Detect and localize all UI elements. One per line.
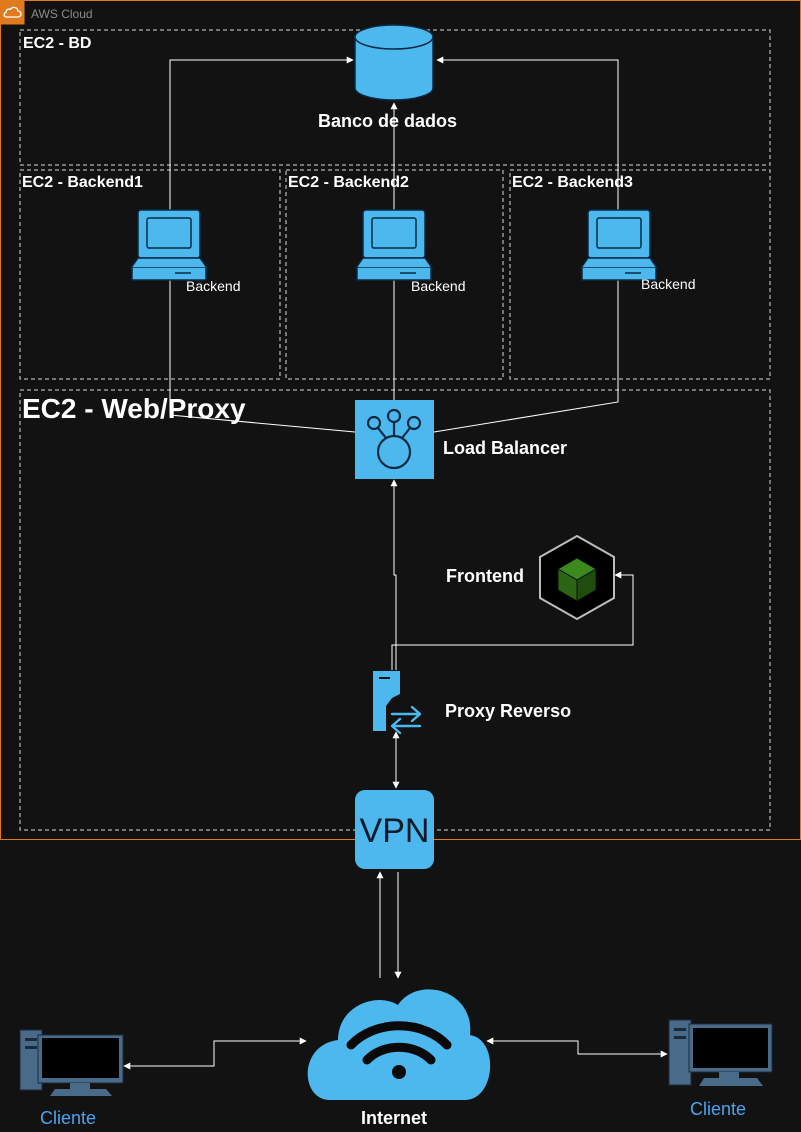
proxy-label: Proxy Reverso [445,701,572,721]
internet-cloud-icon [307,989,491,1100]
group-bd-label: EC2 - BD [23,35,92,52]
load-balancer-label: Load Balancer [443,438,568,458]
edge-lb-to-backend3 [433,273,622,433]
edge-backend3-to-db [436,56,619,210]
group-backend1-label: EC2 - Backend1 [22,174,143,191]
backend1-label: Backend [186,278,241,294]
client-left-computer-icon [19,1029,124,1096]
vpn-label: VPN [359,812,430,850]
edge-proxy-to-lb [390,479,398,670]
load-balancer-icon [355,400,434,479]
backend2-computer-icon [354,209,434,281]
client-left-label: Cliente [40,1108,97,1128]
group-web-proxy-label: EC2 - Web/Proxy [22,393,246,424]
frontend-cube-icon [539,534,615,621]
aws-cloud-label: AWS Cloud [31,7,93,21]
backend3-computer-icon [579,209,659,281]
frontend-label: Frontend [446,566,524,586]
group-backend1-box [19,169,281,380]
edge-backend1-to-db [169,56,354,210]
group-backend2-label: EC2 - Backend2 [288,174,409,191]
backend1-computer-icon [129,209,209,281]
vpn-icon [355,790,434,869]
database-icon [354,24,434,101]
edge-lb-to-backend1 [166,271,356,433]
internet-label: Internet [361,1108,428,1128]
database-label: Banco de dados [318,111,458,131]
aws-cloud-icon [3,6,22,18]
backend2-label: Backend [411,278,466,294]
group-backend3-box [509,169,771,380]
client-right-label: Cliente [690,1099,747,1119]
backend3-label: Backend [641,276,696,292]
edge-proxy-to-frontend [391,571,634,670]
edge-internet-client-right [486,1037,668,1058]
edge-client-left-internet [123,1037,307,1070]
proxy-server-icon [373,671,422,735]
group-backend3-label: EC2 - Backend3 [512,174,633,191]
client-right-computer-icon [668,1019,773,1086]
